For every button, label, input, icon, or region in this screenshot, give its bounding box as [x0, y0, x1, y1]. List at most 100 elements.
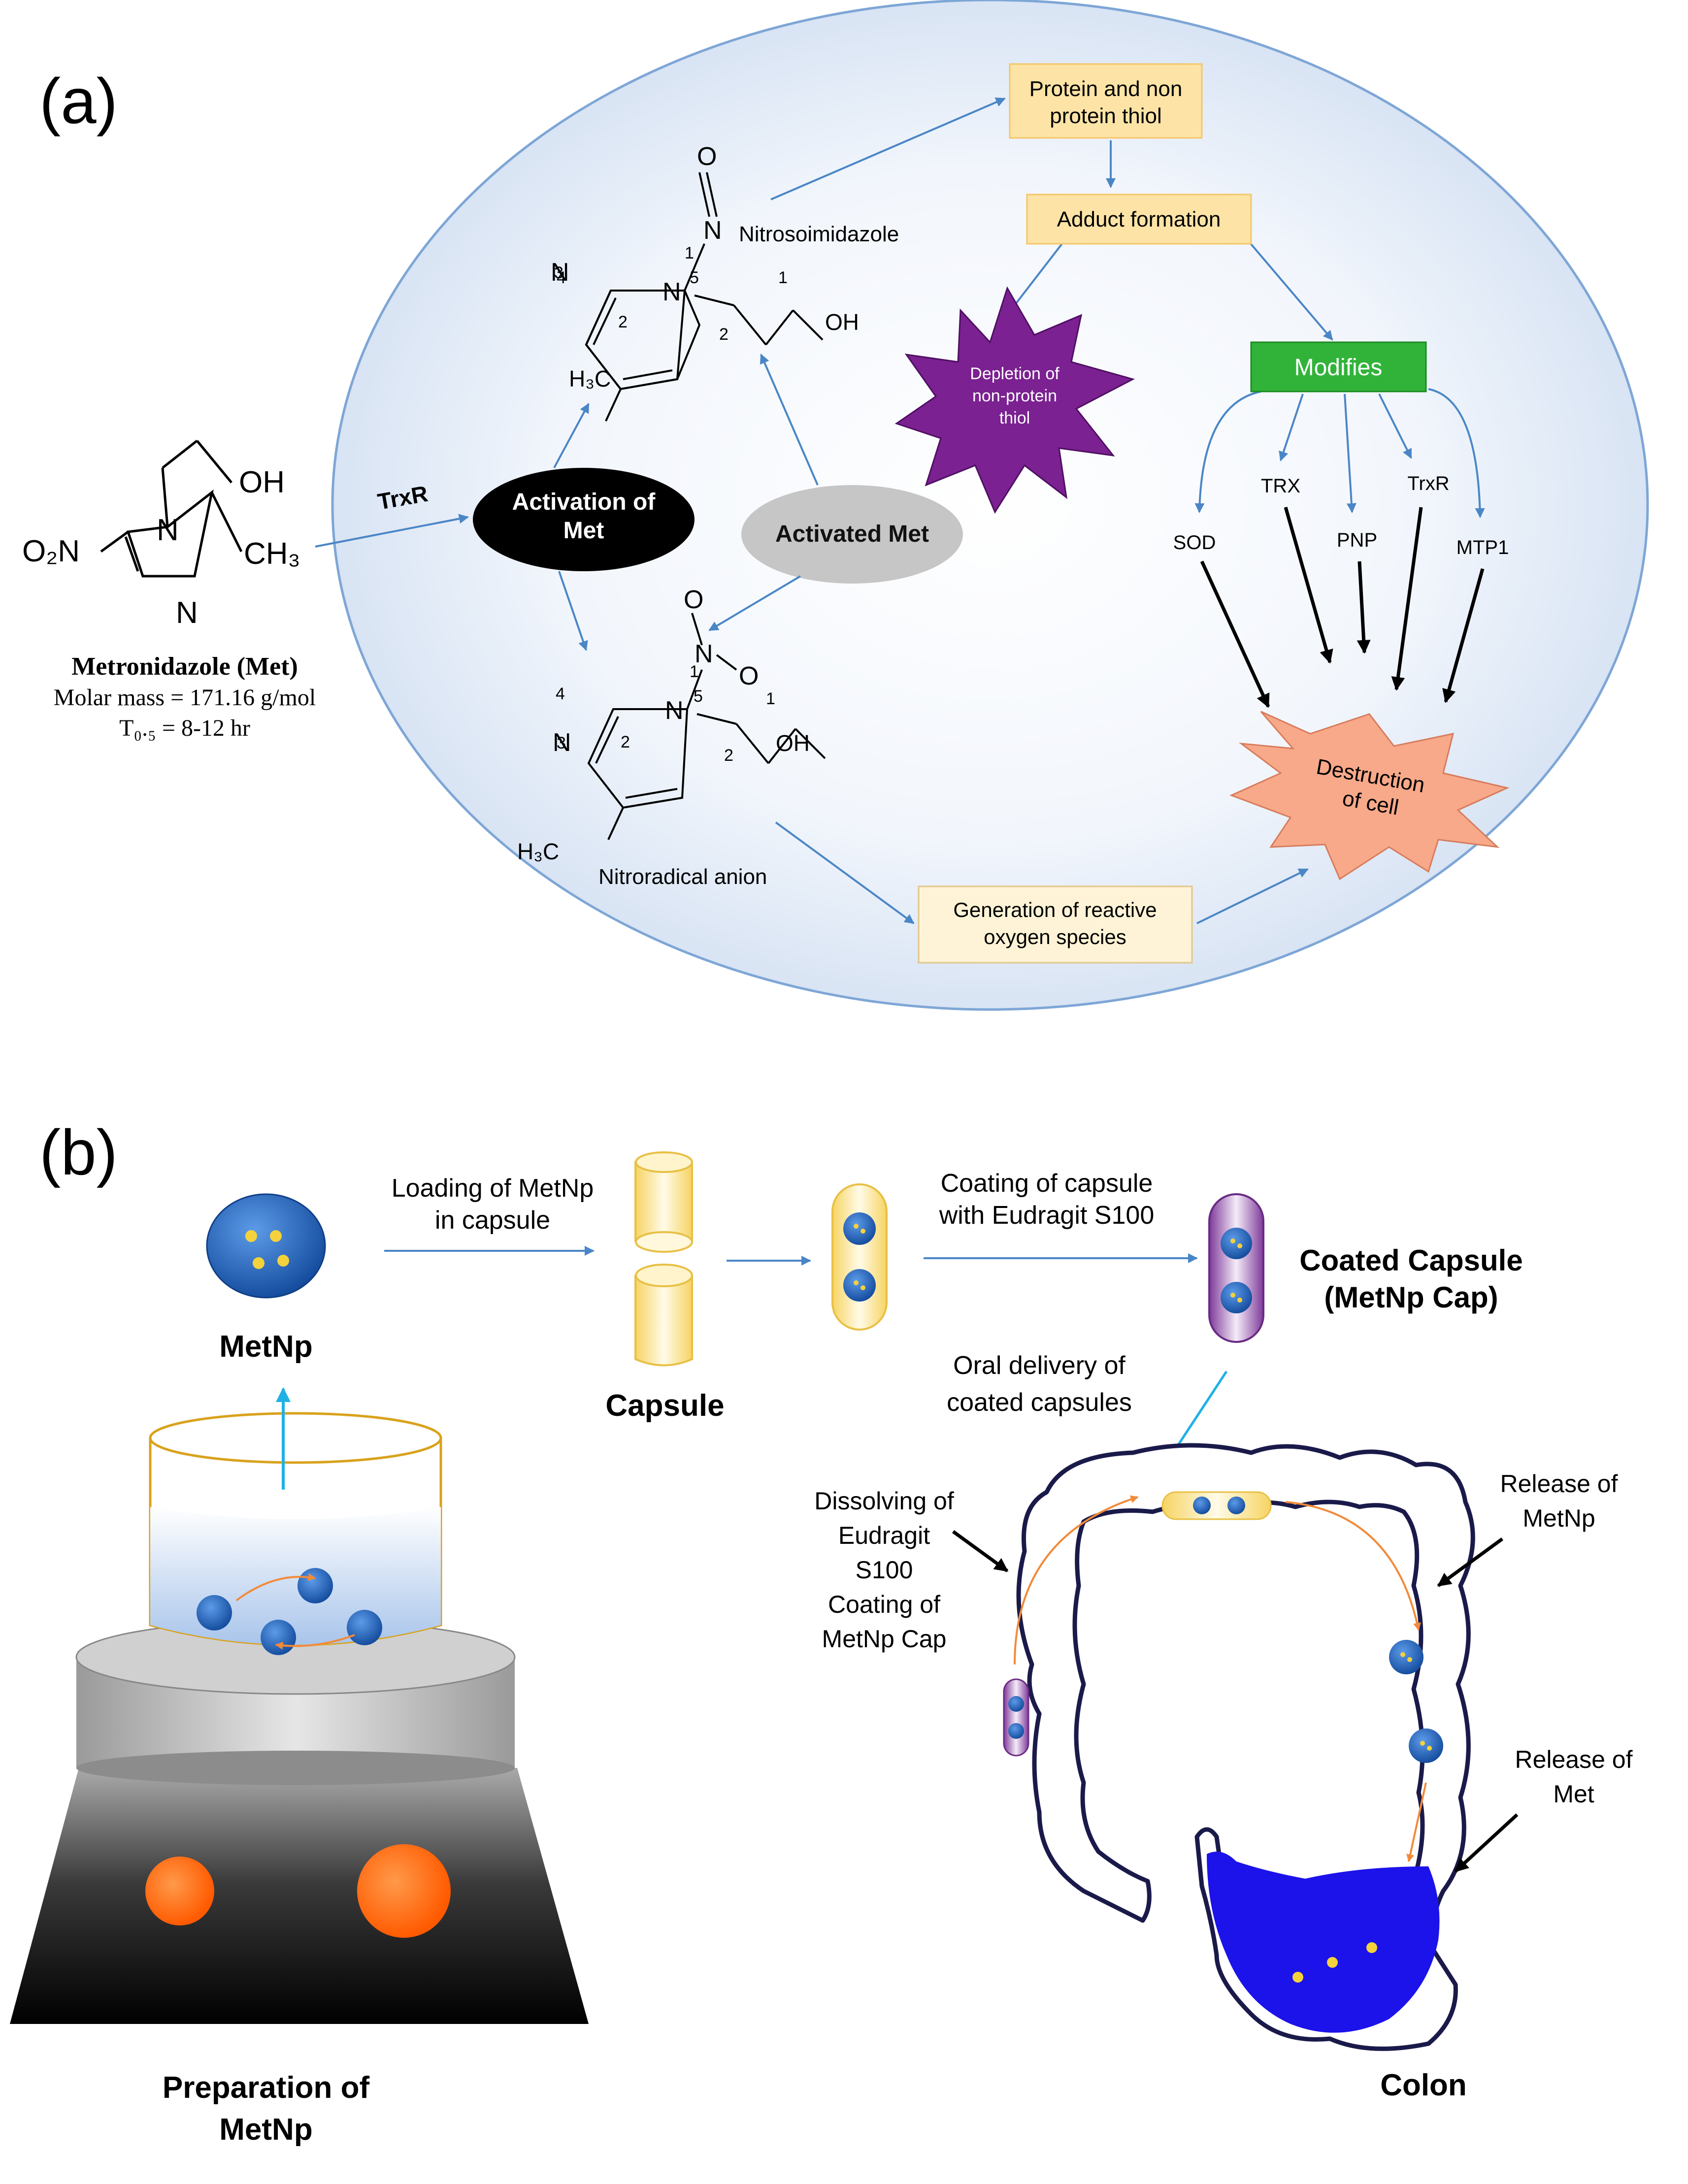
nitroradical-name: Nitroradical anion [598, 865, 767, 889]
modifies-label: Modifies [1294, 355, 1383, 381]
met-half-life: T₀.₅ = 8-12 hr [119, 715, 250, 741]
met-name: Metronidazole (Met) [71, 652, 298, 681]
panel-b-label: (b) [39, 1116, 118, 1188]
coating-line-2: with Eudragit S100 [939, 1201, 1155, 1230]
colon-label: Colon [1380, 2068, 1467, 2102]
target-pnp: PNP [1337, 529, 1377, 551]
nitroradical-num-1: 1 [690, 662, 699, 681]
activated-met-ellipse [741, 485, 963, 584]
coated-line-2: (MetNp Cap) [1324, 1281, 1498, 1314]
protein-thiol-line-2: protein thiol [1050, 104, 1161, 128]
arrow-release-met [1454, 1813, 1519, 1873]
met-dot [1292, 1972, 1303, 1983]
nitroradical-o-right: O [739, 662, 759, 690]
metronidazole-structure [100, 440, 243, 578]
met-oh: OH [239, 465, 285, 499]
adduct-box [1026, 194, 1252, 245]
arrow-pnp-to-destruction [1357, 561, 1371, 654]
arrow-dissolving [952, 1530, 1009, 1572]
dissolving-line-3: S100 [856, 1556, 913, 1584]
depletion-line-2: non-protein [972, 387, 1057, 405]
nitroso-n3: N [551, 258, 569, 287]
nitroso-num-4: 4 [557, 268, 566, 287]
panel-a-label: (a) [39, 65, 118, 137]
nitroradical-n1: N [665, 696, 684, 725]
capsule-label: Capsule [605, 1389, 724, 1423]
arrow-modifies-to-trxr [1378, 393, 1412, 459]
colon-flow-arrows [1014, 1495, 1427, 1862]
coating-line-1: Coating of capsule [941, 1169, 1153, 1198]
release-metnp-line-1: Release of [1500, 1470, 1618, 1498]
nitroso-oh: OH [825, 309, 859, 335]
nitroradical-h3c: H₃C [517, 839, 559, 864]
nitroradical-n3: N [553, 728, 571, 757]
nitroradical-num-4: 4 [556, 685, 565, 703]
metnp-particle [206, 1193, 326, 1299]
arrow-activated-to-nitroso [760, 354, 819, 486]
metronidazole-labels: OH O₂N CH₃ N N [22, 465, 300, 630]
ros-line-2: oxygen species [984, 925, 1126, 948]
preparation-line-2: MetNp [219, 2113, 312, 2147]
protein-thiol-line-1: Protein and non [1029, 77, 1183, 101]
activation-line-2: Met [563, 518, 604, 544]
target-trx: TRX [1261, 475, 1300, 497]
met-n-top: N [157, 513, 179, 547]
dissolving-line-1: Dissolving of [814, 1487, 954, 1515]
arrow-trx-to-destruction [1284, 507, 1333, 664]
arrow-release-metnp [1437, 1537, 1504, 1587]
nitroso-num-5: 5 [690, 268, 699, 287]
nitroradical-side-1: 1 [766, 689, 775, 708]
heater-knob-right [357, 1844, 451, 1938]
nitroso-num-1: 1 [685, 244, 694, 262]
arrow-mtp1-to-destruction [1442, 568, 1485, 703]
met-ch3: CH₃ [244, 537, 300, 571]
loading-line-1: Loading of MetNp [392, 1174, 594, 1203]
arrow-modifies-to-mtp1 [1428, 388, 1485, 518]
filled-capsule [831, 1183, 888, 1331]
target-mtp1: MTP1 [1456, 537, 1509, 558]
nitroradical-labels: O N O 4 5 1 3 2 N N 1 2 OH H₃C Nitroradi… [517, 586, 810, 889]
arrow-modifies-to-sod [1194, 391, 1261, 513]
dissolving-line-2: Eudragit [838, 1522, 930, 1549]
arrow-nitroradical-to-ros [775, 821, 915, 924]
nitroso-n: N [703, 216, 722, 245]
arrow-activation-to-nitroso [553, 403, 590, 468]
ros-line-1: Generation of reactive [953, 898, 1157, 921]
destruction-star [1229, 711, 1510, 880]
depletion-line-1: Depletion of [970, 364, 1059, 383]
arrow-activation-to-nitroradical [558, 571, 588, 651]
arrow-ros-to-destruction [1196, 868, 1309, 924]
heater-knob-left [145, 1857, 214, 1925]
nitroso-n1: N [662, 278, 681, 306]
ros-box [918, 885, 1193, 964]
open-capsule [634, 1151, 693, 1367]
nitroso-num-3: 3 [554, 263, 563, 282]
nitroso-h3c: H₃C [569, 366, 611, 391]
arrow-oral [1168, 1370, 1228, 1459]
arrow-nitroso-to-thiol [770, 97, 1006, 200]
activation-ellipse [473, 468, 695, 571]
nitroso-o: O [697, 142, 717, 171]
nitroso-side-1: 1 [778, 268, 788, 287]
metnp-label: MetNp [219, 1330, 312, 1364]
nitroso-structure [585, 172, 824, 422]
dissolving-line-5: MetNp Cap [822, 1625, 947, 1653]
nitroradical-num-2: 2 [621, 733, 630, 751]
depletion-star [894, 286, 1135, 514]
arrow-modifies-to-pnp [1344, 393, 1357, 513]
colon-release-area [1207, 1852, 1440, 2033]
arrow-met-to-activation [315, 514, 469, 548]
nitroradical-structure [587, 613, 826, 840]
arrow-sod-to-destruction [1200, 560, 1270, 708]
nitroradical-num-5: 5 [694, 687, 703, 706]
arrow-trxr-to-destruction [1391, 507, 1423, 691]
dissolving-line-4: Coating of [828, 1591, 940, 1618]
activated-met-label: Activated Met [775, 521, 929, 547]
panel-a-arrows [553, 97, 1485, 924]
release-metnp-line-2: MetNp [1523, 1504, 1595, 1532]
met-molar-mass: Molar mass = 171.16 g/mol [54, 685, 316, 711]
coated-capsule [1208, 1193, 1264, 1343]
arrow-modifies-to-trx [1279, 393, 1304, 461]
